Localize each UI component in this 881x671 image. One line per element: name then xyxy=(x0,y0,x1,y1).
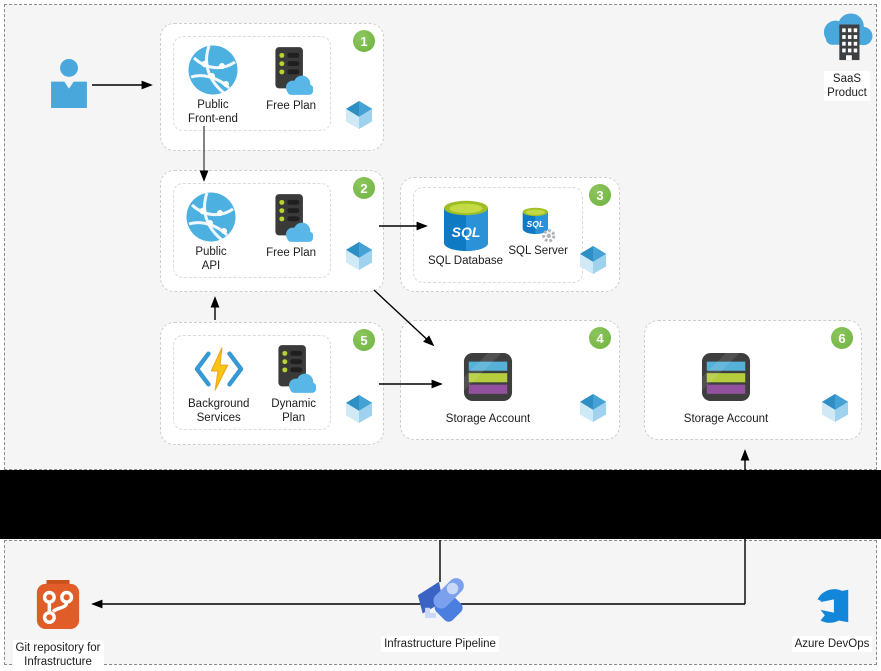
service-group-5: Background Services Dynamic Plan xyxy=(173,335,331,430)
node-free-plan[interactable]: Free Plan xyxy=(264,192,318,273)
node-label: Azure DevOps xyxy=(791,636,873,653)
node-label: Storage Account xyxy=(681,412,771,427)
node-git-repository[interactable]: Git repository for Infrastructure xyxy=(6,579,110,671)
cube-icon xyxy=(579,393,607,428)
node-sql-server[interactable]: SQL Server xyxy=(506,200,570,278)
node-background-services[interactable]: Background Services xyxy=(186,344,252,425)
step-badge: 5 xyxy=(353,329,375,351)
node-label: SQL Database xyxy=(426,254,506,269)
cube-icon xyxy=(821,393,849,428)
node-dynamic-plan[interactable]: Dynamic Plan xyxy=(269,344,318,425)
angle-brackets-lightning-icon xyxy=(192,344,246,395)
step-badge: 2 xyxy=(353,177,375,199)
cube-icon xyxy=(345,100,373,135)
node-label: Free Plan xyxy=(264,99,318,114)
node-sql-database[interactable]: SQL Database xyxy=(426,200,506,278)
service-group-1: Public Front-end Free Plan xyxy=(173,36,331,131)
node-user[interactable] xyxy=(47,58,91,113)
storage-stripes-icon xyxy=(463,351,513,403)
node-storage-account[interactable]: Storage Account xyxy=(661,351,791,427)
node-label: Storage Account xyxy=(443,412,533,427)
cloud-building-icon xyxy=(819,12,875,67)
node-label: Infrastructure Pipeline xyxy=(381,636,499,653)
storage-stripes-icon xyxy=(701,351,751,403)
step-badge: 3 xyxy=(589,184,611,206)
server-cloud-icon xyxy=(269,45,313,97)
stage-box-5[interactable]: Background Services Dynamic Plan 5 xyxy=(160,322,384,445)
step-badge: 4 xyxy=(589,327,611,349)
rocket-icon xyxy=(414,575,466,632)
stage-box-4[interactable]: Storage Account 4 xyxy=(400,320,620,440)
cube-icon xyxy=(579,245,607,280)
redacted-band xyxy=(0,470,881,539)
globe-icon xyxy=(188,45,238,96)
node-public-front-end[interactable]: Public Front-end xyxy=(186,45,240,126)
server-cloud-icon xyxy=(269,192,313,244)
git-branch-icon xyxy=(34,579,82,636)
service-group-2: Public API Free Plan xyxy=(173,183,331,278)
stage-box-6[interactable]: Storage Account 6 xyxy=(644,320,862,440)
node-label: SQL Server xyxy=(506,244,570,259)
cube-icon xyxy=(345,241,373,276)
node-label: Git repository for Infrastructure xyxy=(12,640,104,671)
node-label: Background Services xyxy=(186,396,252,425)
step-badge: 6 xyxy=(831,327,853,349)
node-storage-account[interactable]: Storage Account xyxy=(423,351,553,427)
sql-server-icon xyxy=(520,208,556,242)
step-badge: 1 xyxy=(353,30,375,52)
node-public-api[interactable]: Public API xyxy=(186,192,236,273)
globe-icon xyxy=(186,192,236,243)
node-label: Free Plan xyxy=(264,246,318,261)
stage-box-2[interactable]: Public API Free Plan 2 xyxy=(160,170,384,292)
server-cloud-icon xyxy=(272,344,316,395)
node-infrastructure-pipeline[interactable]: Infrastructure Pipeline xyxy=(381,575,499,653)
stage-box-3[interactable]: SQL Database SQL Server 3 xyxy=(400,177,620,292)
node-saas-product[interactable]: SaaS Product xyxy=(812,12,881,102)
node-label: SaaS Product xyxy=(824,71,870,102)
node-free-plan[interactable]: Free Plan xyxy=(264,45,318,126)
azure-devops-icon xyxy=(809,585,855,632)
node-label: Public Front-end xyxy=(186,97,240,126)
node-label: Dynamic Plan xyxy=(269,396,318,425)
stage-box-1[interactable]: Public Front-end Free Plan 1 xyxy=(160,23,384,151)
user-icon xyxy=(50,58,88,113)
cube-icon xyxy=(345,394,373,429)
service-group-3: SQL Database SQL Server xyxy=(413,187,583,283)
node-label: Public API xyxy=(193,244,229,273)
sql-database-icon xyxy=(443,200,489,252)
node-azure-devops[interactable]: Azure DevOps xyxy=(780,585,881,653)
